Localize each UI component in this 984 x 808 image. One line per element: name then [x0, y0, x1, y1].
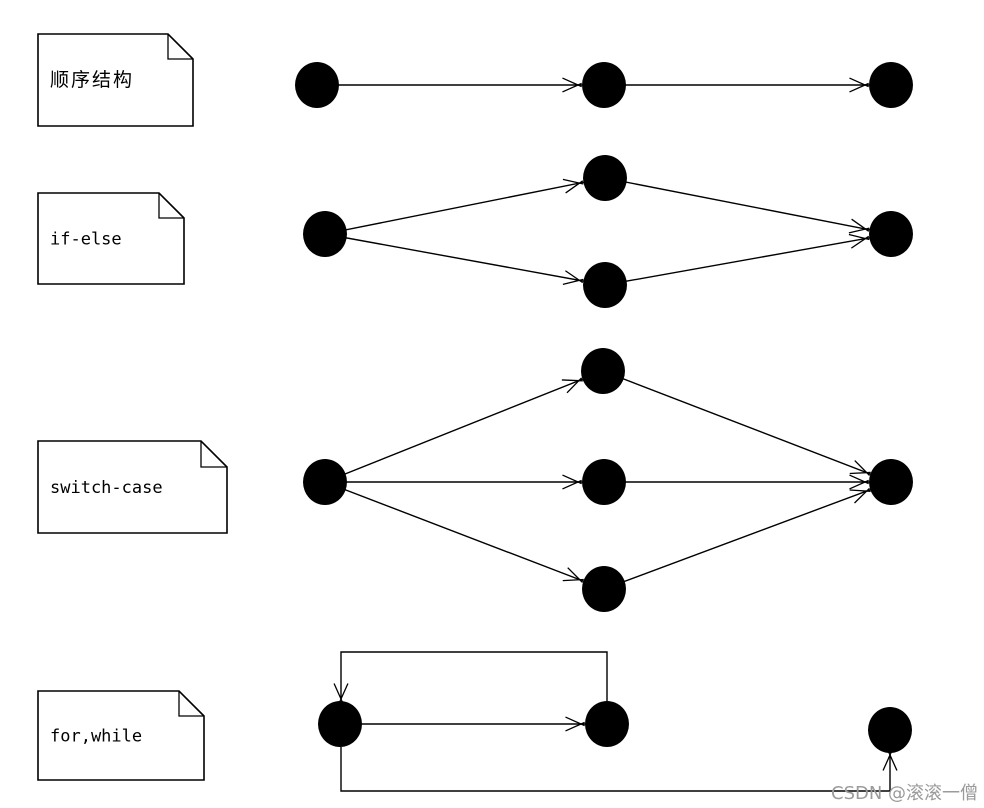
arrowhead-barb	[887, 751, 898, 771]
arrowhead-barb	[562, 278, 584, 286]
arrowhead-barb	[848, 227, 870, 234]
node-sw-start	[303, 459, 347, 505]
arrowhead-barb	[566, 377, 583, 394]
note-shape	[37, 690, 205, 781]
edge-seq-start-seq-mid	[317, 77, 604, 93]
node-if-end	[869, 211, 913, 257]
arrowhead-barb	[849, 471, 871, 475]
arrowhead-barb	[849, 82, 869, 93]
arrowhead-barb	[562, 479, 582, 490]
note-label: switch-case	[50, 478, 163, 498]
arrowhead-barb	[850, 235, 870, 249]
note-fold-corner	[200, 441, 227, 468]
note-label: if-else	[50, 230, 122, 250]
arrowhead-barb	[333, 683, 344, 703]
edge-sw-start-sw-case2	[325, 474, 604, 490]
edge-line	[324, 177, 606, 235]
note-shape	[37, 192, 185, 285]
arrowhead-barb	[565, 721, 585, 732]
node-if-false	[583, 262, 627, 308]
edge-if-false-if-end	[604, 233, 892, 286]
edge-line	[602, 370, 892, 483]
note-shape	[37, 33, 194, 127]
edge-line	[340, 747, 891, 792]
edge-sw-start-sw-case1	[324, 370, 604, 483]
edge-line	[324, 370, 604, 483]
note-label: for,while	[50, 727, 142, 747]
edge-line	[604, 177, 892, 235]
arrowhead-barb	[849, 479, 869, 490]
note-switch-case: switch-case	[37, 440, 228, 534]
note-sequence: 顺序结构	[37, 33, 194, 127]
node-seq-mid	[582, 62, 626, 108]
node-seq-start	[295, 62, 339, 108]
watermark: CSDN @滚滚一僧	[831, 783, 978, 804]
note-fold-corner	[178, 691, 204, 717]
node-if-true	[583, 155, 627, 201]
edge-line	[604, 233, 892, 286]
node-loop-end	[868, 707, 912, 753]
node-sw-case3	[582, 566, 626, 612]
edges-layer	[317, 77, 898, 792]
edge-line	[324, 481, 605, 590]
note-fold-corner	[158, 193, 184, 219]
node-sw-case1	[581, 348, 625, 394]
edge-seq-mid-seq-end	[604, 77, 891, 93]
edge-if-true-if-end	[604, 177, 892, 235]
notes-layer: 顺序结构 if-else switch-case for,while	[37, 33, 228, 781]
note-label: 顺序结构	[50, 69, 134, 91]
note-fold-corner	[167, 34, 193, 60]
edge-sw-case1-sw-end	[602, 370, 892, 483]
node-sw-case2	[582, 459, 626, 505]
node-loop-start	[318, 701, 362, 747]
nodes-layer	[295, 62, 913, 753]
edge-sw-start-sw-case3	[324, 481, 605, 590]
edge-if-start-if-false	[324, 233, 606, 286]
edge-line	[324, 233, 606, 286]
loop-exit-edge	[340, 747, 898, 792]
edge-sw-case3-sw-end	[603, 481, 892, 590]
node-seq-end	[869, 62, 913, 108]
edge-sw-case2-sw-end	[604, 474, 891, 490]
arrowhead-barb	[565, 180, 584, 194]
note-if-else: if-else	[37, 192, 185, 285]
edge-line	[340, 651, 608, 701]
edge-line	[603, 481, 892, 590]
arrowhead-barb	[854, 487, 870, 504]
note-shape	[37, 440, 228, 534]
node-if-start	[303, 211, 347, 257]
loop-back-edge	[333, 651, 608, 703]
node-loop-body	[585, 701, 629, 747]
node-sw-end	[869, 459, 913, 505]
note-for-while: for,while	[37, 690, 205, 781]
arrowhead-barb	[562, 578, 584, 582]
edge-if-start-if-true	[324, 177, 606, 235]
edge-loop-start-loop-body	[340, 716, 607, 732]
arrowhead-barb	[562, 82, 582, 93]
